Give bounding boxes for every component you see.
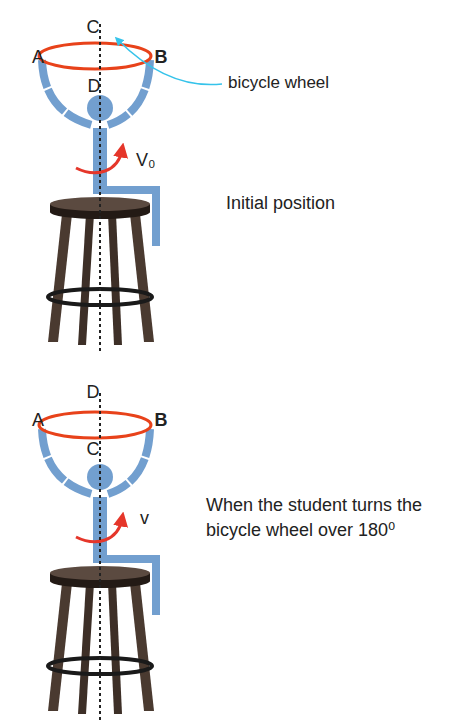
point-label: D xyxy=(87,381,100,403)
point-label: B xyxy=(155,46,168,68)
point-label: A xyxy=(32,409,44,431)
turned-figure xyxy=(39,393,160,721)
velocity-label: v xyxy=(140,507,149,529)
velocity-label: V₀ xyxy=(136,149,155,171)
caption-text: Initial position xyxy=(226,192,335,214)
leader-line xyxy=(118,40,222,85)
initial-figure xyxy=(39,24,160,352)
caption-text: When the student turns the bicycle wheel… xyxy=(206,493,431,543)
point-label: C xyxy=(87,438,100,460)
point-label: C xyxy=(87,16,100,38)
callout-label: bicycle wheel xyxy=(228,72,329,94)
point-label: D xyxy=(88,75,101,97)
point-label: A xyxy=(32,46,44,68)
point-label: B xyxy=(155,409,168,431)
